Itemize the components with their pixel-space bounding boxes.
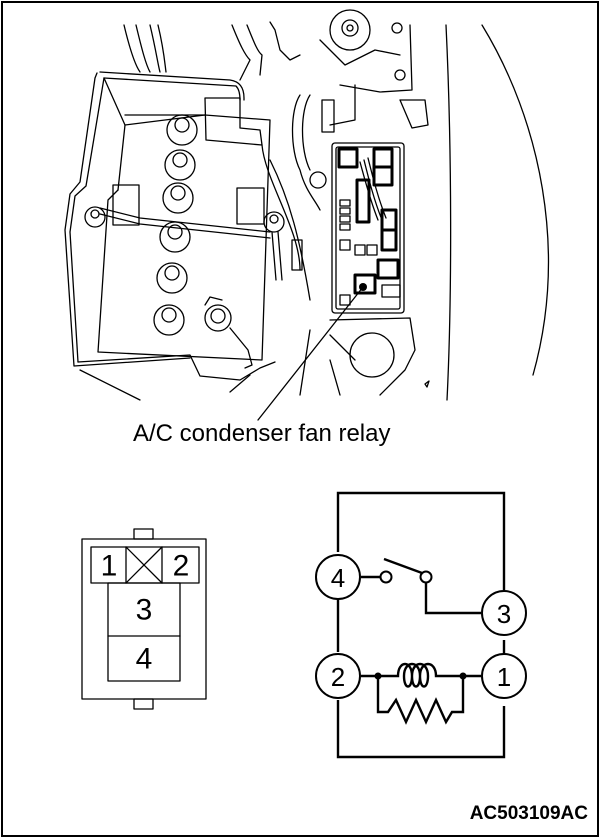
connector-pin-3: 3 <box>136 594 153 627</box>
callout-label: A/C condenser fan relay <box>133 420 391 447</box>
switch-icon <box>379 557 433 584</box>
fender-lines <box>445 24 550 401</box>
cap-icon <box>164 149 196 181</box>
cap-icon <box>162 182 194 214</box>
connector-pin-2: 2 <box>173 550 190 583</box>
terminal-1: 1 <box>481 653 527 699</box>
connector-pin-4: 4 <box>136 643 153 676</box>
terminal-3-label: 3 <box>497 599 511 629</box>
terminal-2: 2 <box>315 653 361 699</box>
battery-terminal <box>204 296 253 369</box>
battery-tray <box>64 71 276 401</box>
coil-icon <box>374 662 467 688</box>
figure-code: AC503109AC <box>469 803 588 824</box>
cap-icon <box>166 114 198 146</box>
terminal-2-label: 2 <box>331 662 345 692</box>
terminal-1-label: 1 <box>497 662 511 692</box>
hold-down-bolts <box>84 206 285 281</box>
cap-icon <box>153 304 185 336</box>
lower-structure <box>299 317 430 396</box>
circuit-wires <box>336 491 506 759</box>
harness-wires <box>123 24 167 73</box>
terminal-4: 4 <box>315 554 361 600</box>
engine-components <box>204 9 429 301</box>
cap-icon <box>159 221 191 253</box>
terminal-3: 3 <box>481 590 527 636</box>
resistor-icon <box>376 676 465 725</box>
connector-lower-block <box>107 582 181 682</box>
connector-pin-1: 1 <box>101 550 118 583</box>
callout-leader-line <box>257 286 364 421</box>
connector-housing <box>81 538 207 700</box>
cap-icon <box>156 262 188 294</box>
battery-caps <box>153 114 198 336</box>
terminal-4-label: 4 <box>331 563 345 593</box>
blocked-cavity-icon <box>125 546 163 584</box>
